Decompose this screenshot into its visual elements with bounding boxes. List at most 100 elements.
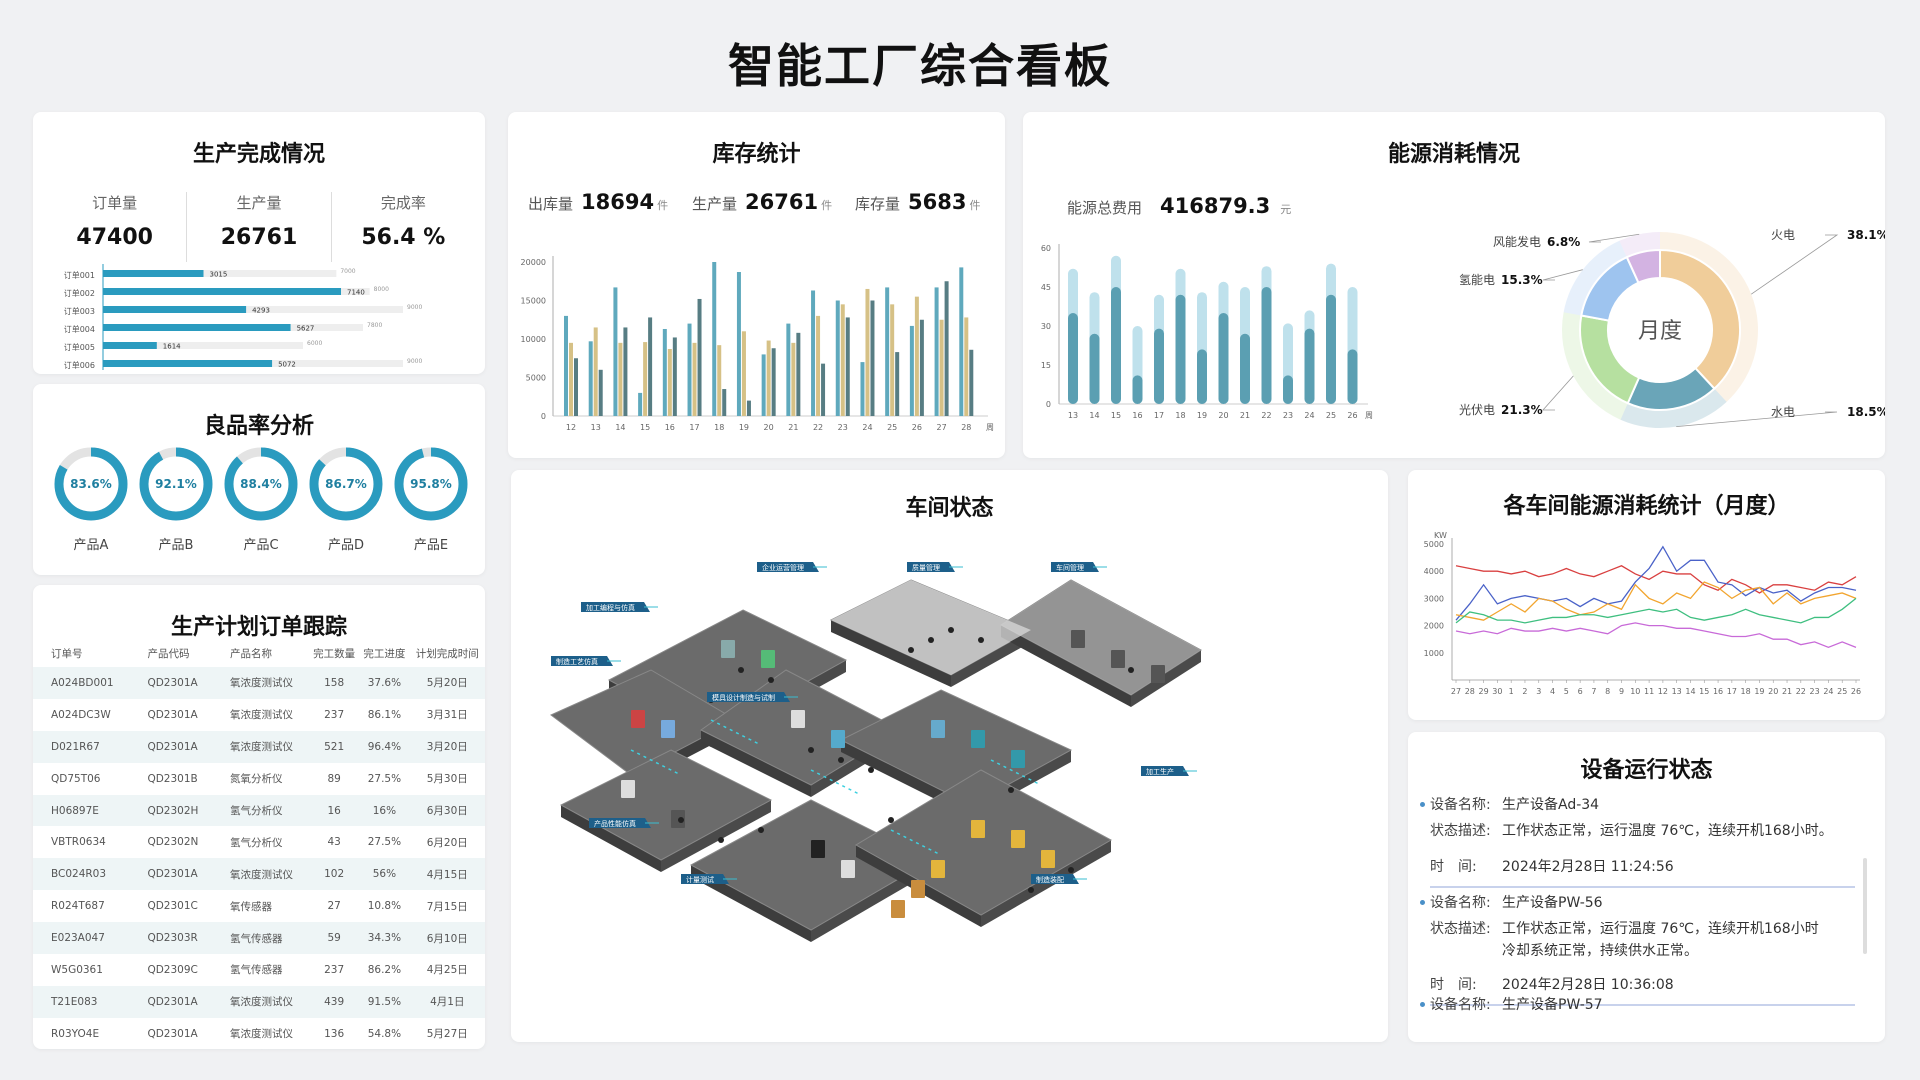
x-tick-label: 21: [1782, 687, 1792, 696]
inv-out-unit: 件: [657, 199, 669, 212]
table-cell: 56%: [359, 858, 410, 891]
table-cell: 氢气分析仪: [230, 836, 283, 849]
machine-10: [1071, 630, 1085, 648]
donut-arc: [224, 447, 298, 521]
device-item-2[interactable]: 设备名称:生产设备PW-56 状态描述:工作状态正常，运行温度 76℃，连续开机…: [1420, 892, 1855, 1006]
bar-label: 订单004: [64, 324, 95, 334]
bar-fill: [103, 306, 247, 313]
table-cell: 氢气传感器: [230, 964, 283, 977]
worker-4: [808, 747, 814, 753]
bar: [845, 317, 850, 416]
table-cell: 氧浓度测试仪: [212, 858, 309, 891]
zone-mid-left-side: [701, 730, 811, 797]
x-tick-label: 26: [1347, 411, 1357, 420]
bar: [1111, 287, 1121, 404]
zone-lower-left-side: [561, 805, 661, 872]
device-name-value: 生产设备Ad-34: [1502, 797, 1600, 813]
zone-meeting-side2: [951, 630, 1031, 687]
bar-target-label: 6000: [307, 340, 322, 347]
workshop-card: 车间状态 企业运营管理质量管理车间管理加工编程与仿真制造工艺仿真模具设计制造与试…: [511, 470, 1388, 1042]
bar: [959, 267, 964, 416]
series-line-1: [1455, 565, 1857, 594]
device-name-key: 设备名称:: [1430, 997, 1491, 1013]
leader-line: [1588, 233, 1640, 243]
kpi-orders: 订单量 47400: [43, 192, 188, 262]
x-tick-label: 1: [1509, 687, 1514, 696]
x-tick-label: 17: [689, 423, 699, 432]
table-cell: 34.3%: [359, 922, 410, 955]
leader-line: [1676, 411, 1838, 428]
table-cell: A024DC3W: [51, 708, 111, 721]
x-tick-label: 25: [1837, 687, 1847, 696]
donut-outer-slice: [1660, 232, 1758, 402]
x-tick-label: 14: [1685, 687, 1695, 696]
table-cell: 4月25日: [426, 964, 468, 977]
series-line-5: [1455, 622, 1857, 649]
bar: [569, 342, 573, 416]
zone-label-tag: [907, 562, 955, 572]
zone-label-text: 制造工艺仿真: [556, 657, 598, 666]
factory-illustration: 企业运营管理质量管理车间管理加工编程与仿真制造工艺仿真模具设计制造与试制加工生产…: [550, 562, 1202, 942]
bar: [564, 315, 568, 416]
x-tick-label: 12: [566, 423, 576, 432]
device-name-value: 生产设备PW-56: [1502, 895, 1603, 911]
device-item-3[interactable]: 设备名称:生产设备PW-57: [1420, 994, 1855, 1016]
kpi-rate: 完成率 56.4 %: [332, 192, 475, 262]
machine-14: [841, 860, 855, 878]
bar: [895, 352, 900, 416]
y-tick-label: 60: [1041, 244, 1051, 253]
machine-8: [971, 730, 985, 748]
machine-7: [931, 720, 945, 738]
leader-line: [1751, 234, 1839, 295]
inv-stock-label: 库存量: [855, 195, 901, 213]
bar-label: 订单005: [64, 342, 95, 352]
inv-out-value: 18694: [581, 190, 655, 214]
table-cell: 27.5%: [367, 772, 402, 785]
worker-18: [1128, 667, 1134, 673]
x-tick-label: 2: [1522, 687, 1527, 696]
table-cell: 4月15日: [409, 858, 485, 891]
table-cell: 5月20日: [409, 667, 485, 699]
bar: [588, 341, 593, 416]
device-item-1[interactable]: 设备名称:生产设备Ad-34 状态描述:工作状态正常，运行温度 76℃，连续开机…: [1420, 794, 1855, 888]
worker-1: [738, 667, 744, 673]
bar: [672, 337, 677, 416]
x-tick-label: 17: [1154, 411, 1164, 420]
x-tick-label: 27: [936, 423, 946, 432]
bar-track: [103, 306, 403, 313]
donut-label: 产品D: [327, 538, 364, 553]
table-cell: 3月31日: [426, 709, 468, 722]
x-tick-label: 11: [1644, 687, 1654, 696]
table-cell: 158: [308, 667, 360, 699]
bar-target-label: 9000: [407, 358, 422, 365]
table-cell: 86.1%: [367, 708, 402, 721]
machine-5: [791, 710, 805, 728]
donut-outer-slice: [1620, 388, 1727, 428]
device-list-scrollbar[interactable]: [1863, 858, 1867, 954]
y-tick-label: 5000: [1424, 540, 1444, 549]
x-tick-label: 5: [1564, 687, 1569, 696]
machine-15: [971, 820, 985, 838]
x-tick-label: 16: [1132, 411, 1142, 420]
yield-donut-1: 83.6%产品A: [49, 444, 133, 553]
series-line-2: [1455, 545, 1857, 621]
table-header: 产品代码: [147, 647, 190, 660]
slice-value: 38.1%: [1847, 228, 1885, 242]
table-cell: 89: [327, 772, 341, 785]
bar: [692, 342, 697, 416]
